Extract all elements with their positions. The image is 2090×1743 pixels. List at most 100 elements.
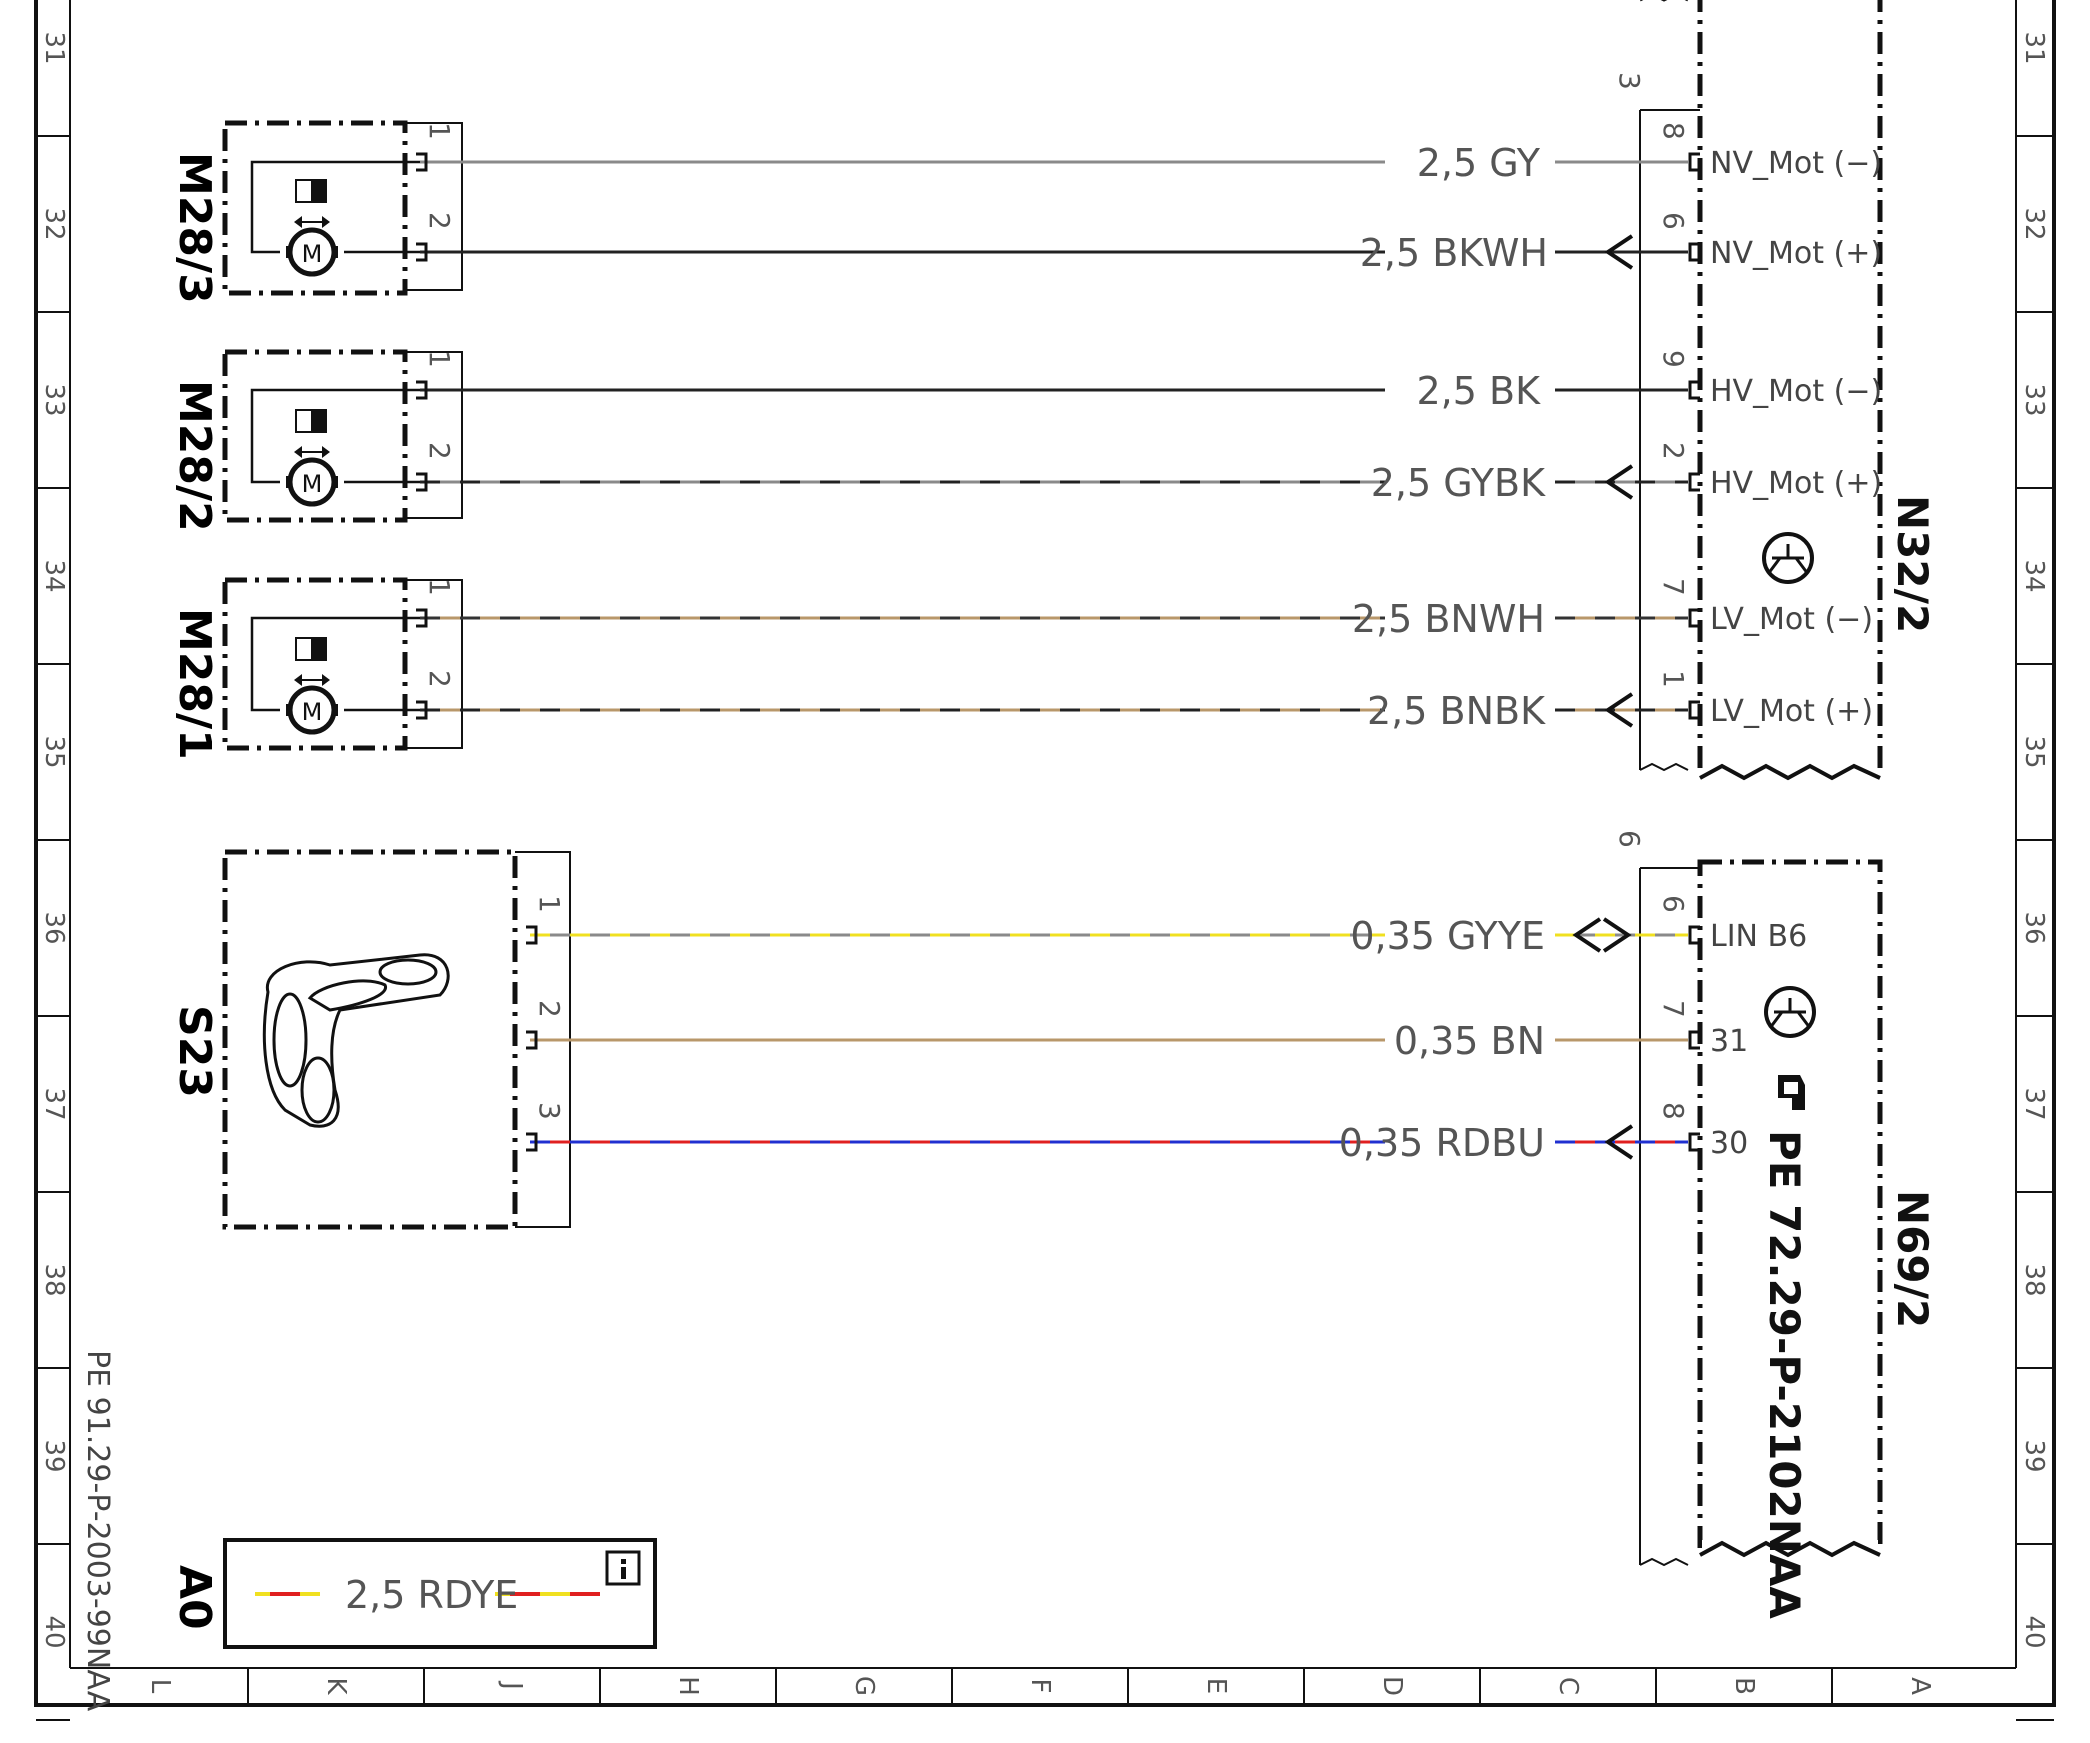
connector-arrow	[1604, 234, 1634, 270]
signal-label: LIN B6	[1710, 919, 1807, 954]
pin-number-left: 3	[533, 1102, 566, 1120]
pin-number-right: 2	[1657, 442, 1690, 460]
connector-arrow	[1572, 917, 1602, 953]
row-number-left: 37	[39, 1087, 69, 1120]
column-letter: B	[1729, 1677, 1759, 1695]
signal-label: 30	[1710, 1126, 1748, 1161]
pin-number-left: 1	[423, 122, 456, 140]
pin-terminal	[1688, 152, 1700, 172]
pin-number-right: 8	[1657, 1102, 1690, 1120]
wire-label: 0,35 BN	[1394, 1019, 1545, 1063]
wire: 2,5 BNBK 2 1LV_Mot (+)	[416, 670, 1873, 733]
svg-text:M: M	[302, 240, 323, 268]
pin-terminal	[1688, 1132, 1700, 1152]
pin-terminal	[526, 1132, 538, 1152]
pin-terminal	[416, 380, 428, 400]
motor-icon: M	[286, 685, 338, 735]
pin-number-left: 1	[423, 350, 456, 368]
wire-label: 0,35 GYYE	[1350, 914, 1545, 958]
pin-number-right: 6	[1657, 895, 1690, 913]
signal-label: LV_Mot (+)	[1710, 694, 1873, 729]
switch-s23: S23	[169, 849, 571, 1230]
pin-number-right: 9	[1657, 350, 1690, 368]
row-number-left: 33	[39, 383, 69, 416]
row-number-right: 39	[2019, 1439, 2049, 1472]
row-number-left: 31	[39, 31, 69, 64]
row-number-right: 33	[2019, 383, 2049, 416]
document-reference: PE 91.29-P-2003-99NAA	[80, 1350, 115, 1712]
svg-text:M: M	[302, 698, 323, 726]
legend-a0: 2,5 RDYE A0	[169, 1538, 657, 1649]
row-number-left: 34	[39, 559, 69, 592]
row-number-left: 39	[39, 1439, 69, 1472]
pin-terminal	[416, 152, 428, 172]
pin-number-left: 1	[423, 578, 456, 596]
hand-pointer-icon	[1778, 1075, 1805, 1110]
column-letter: L	[145, 1679, 175, 1694]
pin-terminal	[1688, 380, 1700, 400]
connector-label-n32-2: 3	[1613, 72, 1646, 90]
motor-m28-3: M M28/3	[169, 120, 463, 304]
column-letter: A	[1905, 1677, 1935, 1695]
column-letter: K	[321, 1677, 351, 1695]
sheet-frame	[34, 0, 2056, 1707]
column-letter: H	[673, 1676, 703, 1696]
legend-wire-label: 2,5 RDYE	[345, 1573, 518, 1617]
row-number-left: 40	[39, 1615, 69, 1648]
motor-icon: M	[286, 227, 338, 277]
motor-m28-2: M M28/2	[169, 349, 463, 532]
pin-terminal	[416, 608, 428, 628]
signal-label: HV_Mot (+)	[1710, 466, 1882, 501]
pin-terminal	[1688, 700, 1700, 720]
pin-terminal	[1688, 242, 1700, 262]
row-number-right: 32	[2019, 207, 2049, 240]
pin-terminal	[1688, 925, 1700, 945]
module-n69-2: 6 PE 72.29-P-2102NAA N69/2	[1613, 830, 1937, 1619]
wire-label: 2,5 GYBK	[1371, 461, 1546, 505]
connector-arrow	[1604, 1124, 1634, 1160]
wire: 2,5 BK 1 9HV_Mot (−)	[416, 350, 1882, 413]
wire-label: 2,5 BNWH	[1352, 597, 1545, 641]
row-number-right: 38	[2019, 1263, 2049, 1296]
pin-number-right: 7	[1657, 578, 1690, 596]
row-number-right: 37	[2019, 1087, 2049, 1120]
motor-m28-1: M M28/1	[169, 577, 463, 760]
component-label-s23: S23	[169, 1005, 220, 1098]
connector-arrow	[1602, 917, 1632, 953]
pin-terminal	[416, 242, 428, 262]
column-letter: E	[1201, 1678, 1231, 1694]
pin-number-left: 1	[533, 895, 566, 913]
signal-label: HV_Mot (−)	[1710, 374, 1882, 409]
component-label-a0: A0	[169, 1565, 220, 1630]
row-number-right: 31	[2019, 31, 2049, 64]
connector-arrow	[1604, 464, 1634, 500]
signal-label: LV_Mot (−)	[1710, 602, 1873, 637]
info-icon	[605, 1550, 641, 1586]
pin-terminal	[1688, 1030, 1700, 1050]
wire-label: 2,5 GY	[1417, 141, 1541, 185]
seat-switch-icon	[262, 953, 450, 1128]
signal-label: NV_Mot (−)	[1710, 146, 1882, 181]
row-number-right: 36	[2019, 911, 2049, 944]
transistor-icon	[1762, 532, 1814, 584]
column-letter: D	[1377, 1676, 1407, 1696]
row-number-right: 34	[2019, 559, 2049, 592]
row-number-left: 36	[39, 911, 69, 944]
pin-terminal	[526, 1030, 538, 1050]
pin-number-left: 2	[533, 1000, 566, 1018]
wire-label: 2,5 BNBK	[1367, 689, 1546, 733]
row-number-right: 40	[2019, 1615, 2049, 1648]
wire-label: 2,5 BK	[1417, 369, 1542, 413]
actuator-icon	[294, 179, 330, 228]
pin-number-left: 2	[423, 670, 456, 688]
pin-number-right: 7	[1657, 1000, 1690, 1018]
pin-number-right: 1	[1657, 670, 1690, 688]
